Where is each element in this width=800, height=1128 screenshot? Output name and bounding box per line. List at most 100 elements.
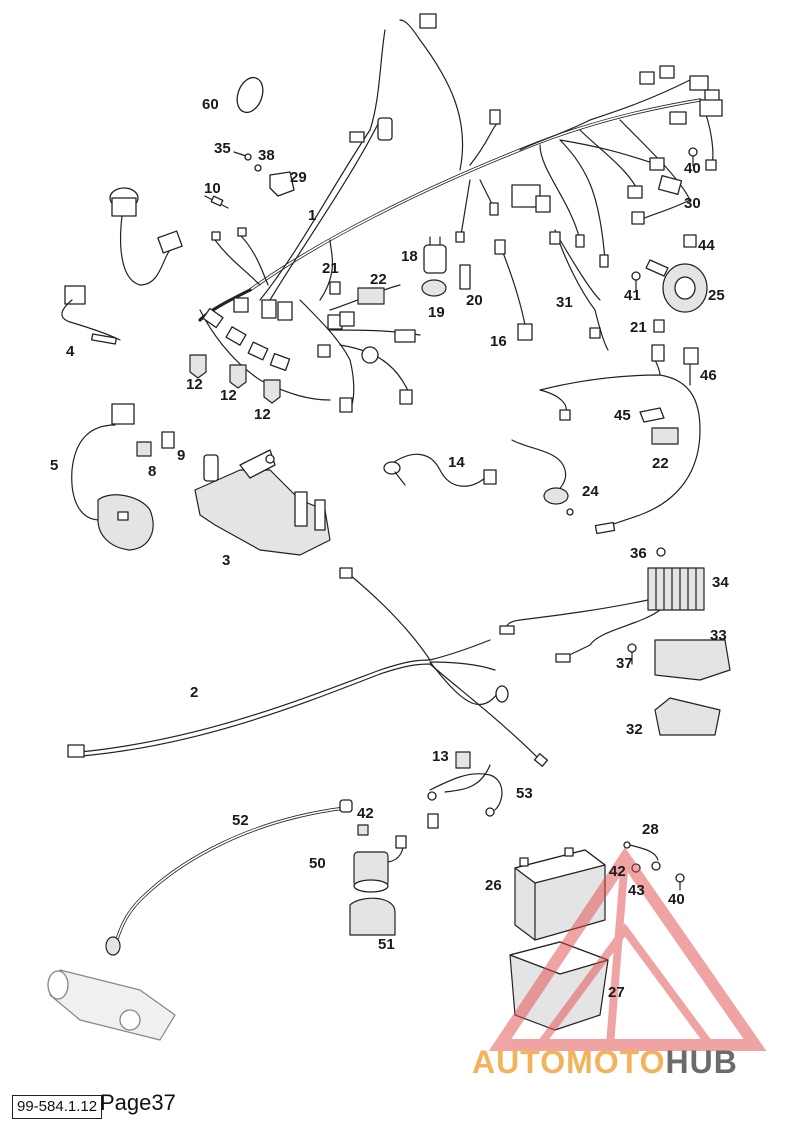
watermark-text-part1: AUTOMOTO bbox=[472, 1044, 666, 1080]
label-35: 35 bbox=[214, 140, 231, 157]
label-44: 44 bbox=[698, 237, 715, 254]
starter-relay-50 bbox=[353, 835, 407, 893]
cable-2 bbox=[67, 567, 549, 767]
label-8: 8 bbox=[148, 463, 156, 480]
bolt-41 bbox=[631, 271, 641, 291]
connector-30 bbox=[657, 175, 683, 195]
label-26: 26 bbox=[485, 877, 502, 894]
label-21b: 21 bbox=[630, 319, 647, 336]
label-19: 19 bbox=[428, 304, 445, 321]
bracket-44 bbox=[683, 234, 697, 248]
cable-14 bbox=[383, 453, 497, 487]
label-13: 13 bbox=[432, 748, 449, 765]
bracket-3 bbox=[194, 449, 331, 556]
label-40b: 40 bbox=[668, 891, 685, 908]
label-5: 5 bbox=[50, 457, 58, 474]
bracket-33 bbox=[654, 639, 731, 681]
cable-31 bbox=[549, 229, 609, 351]
part-8 bbox=[136, 441, 152, 457]
bracket-20 bbox=[459, 264, 471, 290]
fuse-holder-13 bbox=[455, 751, 471, 769]
label-16: 16 bbox=[490, 333, 507, 350]
label-46: 46 bbox=[700, 367, 717, 384]
grommet-19 bbox=[421, 279, 447, 297]
label-36: 36 bbox=[630, 545, 647, 562]
label-53: 53 bbox=[516, 785, 533, 802]
nut-42-left bbox=[357, 824, 369, 836]
label-51: 51 bbox=[378, 936, 395, 953]
label-42a: 42 bbox=[357, 805, 374, 822]
screw-40-top bbox=[688, 147, 698, 167]
fuse-holder-12b bbox=[229, 364, 247, 389]
relay-21-left bbox=[329, 281, 341, 295]
label-37: 37 bbox=[616, 655, 633, 672]
label-33: 33 bbox=[710, 627, 727, 644]
fuse-10 bbox=[204, 195, 229, 209]
screw-35 bbox=[233, 151, 252, 161]
label-50: 50 bbox=[309, 855, 326, 872]
label-29: 29 bbox=[290, 169, 307, 186]
label-21a: 21 bbox=[322, 260, 339, 277]
regulator-34 bbox=[499, 567, 705, 663]
starter-motor bbox=[47, 969, 176, 1041]
relay-22-upper bbox=[357, 287, 385, 305]
label-38: 38 bbox=[258, 147, 275, 164]
battery-cable-28 bbox=[623, 841, 659, 861]
label-30: 30 bbox=[684, 195, 701, 212]
bracket-45 bbox=[639, 407, 665, 423]
watermark-text: AUTOMOTOHUB bbox=[472, 1044, 738, 1081]
relay-22-lower bbox=[651, 427, 679, 445]
page-number: Page37 bbox=[100, 1090, 176, 1115]
part-9 bbox=[161, 431, 175, 449]
label-22a: 22 bbox=[370, 271, 387, 288]
battery-26 bbox=[514, 847, 606, 941]
screw-40-battery bbox=[675, 873, 685, 891]
label-41: 41 bbox=[624, 287, 641, 304]
label-52: 52 bbox=[232, 812, 249, 829]
cable-53 bbox=[427, 764, 503, 829]
sensor-24 bbox=[511, 439, 574, 516]
harness-46 bbox=[539, 344, 701, 535]
relay-21-right bbox=[653, 319, 665, 333]
main-wiring-harness bbox=[198, 13, 723, 413]
screw-37 bbox=[627, 643, 637, 665]
document-code: 99-584.1.12 bbox=[12, 1095, 103, 1119]
label-4: 4 bbox=[66, 343, 75, 360]
label-9: 9 bbox=[177, 447, 185, 464]
nut-43 bbox=[651, 861, 661, 871]
label-32: 32 bbox=[626, 721, 643, 738]
cover-32 bbox=[654, 697, 721, 736]
label-12b: 12 bbox=[220, 387, 237, 404]
label-28: 28 bbox=[642, 821, 659, 838]
label-24: 24 bbox=[582, 483, 599, 500]
label-43: 43 bbox=[628, 882, 645, 899]
label-31: 31 bbox=[556, 294, 573, 311]
label-25: 25 bbox=[708, 287, 725, 304]
label-22b: 22 bbox=[652, 455, 669, 472]
label-1: 1 bbox=[308, 207, 316, 224]
handlebar-switch-5 bbox=[71, 403, 154, 551]
label-60: 60 bbox=[202, 96, 219, 113]
label-34: 34 bbox=[712, 574, 729, 591]
label-3: 3 bbox=[222, 552, 230, 569]
label-12a: 12 bbox=[186, 376, 203, 393]
label-27: 27 bbox=[608, 984, 625, 1001]
label-40a: 40 bbox=[684, 160, 701, 177]
label-2: 2 bbox=[190, 684, 198, 701]
label-42b: 42 bbox=[609, 863, 626, 880]
label-18: 18 bbox=[401, 248, 418, 265]
sensor-16 bbox=[494, 239, 533, 341]
cable-tie-60 bbox=[236, 76, 264, 114]
fuse-holder-12a bbox=[189, 354, 207, 379]
speed-sensor bbox=[109, 187, 183, 286]
label-12c: 12 bbox=[254, 406, 271, 423]
starter-cable-52 bbox=[105, 799, 353, 956]
label-45: 45 bbox=[614, 407, 631, 424]
label-14: 14 bbox=[448, 454, 465, 471]
switch-4 bbox=[61, 285, 121, 345]
label-20: 20 bbox=[466, 292, 483, 309]
nut-36 bbox=[656, 547, 666, 557]
label-10: 10 bbox=[204, 180, 221, 197]
watermark-logo bbox=[488, 847, 767, 1051]
